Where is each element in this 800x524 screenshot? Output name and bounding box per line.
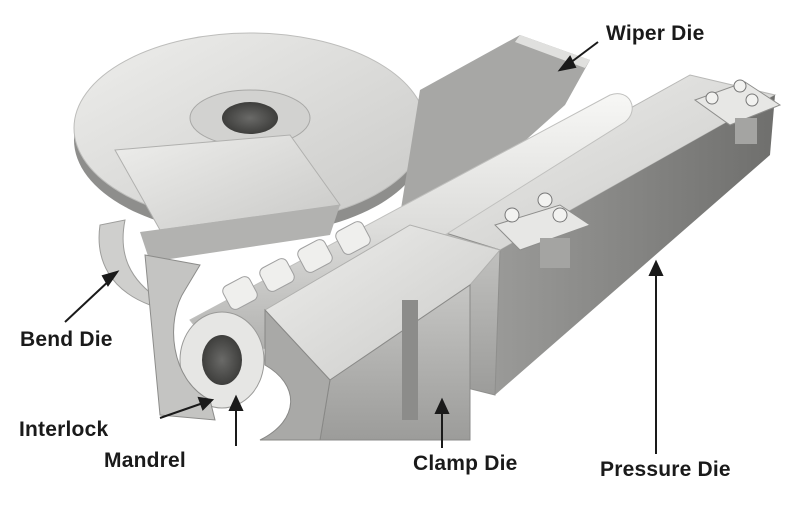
mandrel-label: Mandrel <box>104 449 186 472</box>
bend-die-arrowhead <box>101 270 120 287</box>
bend-die-leader <box>64 277 113 323</box>
interlock-label: Interlock <box>19 418 109 441</box>
clamp-die-shape <box>259 224 501 441</box>
clamp-die-top-shape <box>114 134 341 262</box>
mandrel-arrowhead <box>228 394 244 411</box>
pressure-bracket-shape <box>693 79 782 144</box>
interlock-arrowhead <box>197 396 215 411</box>
pressure-die-label: Pressure Die <box>600 458 731 481</box>
wiper-die-label: Wiper Die <box>606 22 705 45</box>
wiper-die-arrowhead <box>557 55 577 72</box>
bend-die-label: Bend Die <box>20 328 113 351</box>
callout-leader-lines <box>64 41 664 454</box>
clamp-die-label: Clamp Die <box>413 452 518 475</box>
clamp-bracket-shape <box>494 192 592 268</box>
clamp-die-arrowhead <box>434 397 450 414</box>
interlock-leader <box>159 401 207 419</box>
pressure-die-arrowhead <box>648 259 664 276</box>
